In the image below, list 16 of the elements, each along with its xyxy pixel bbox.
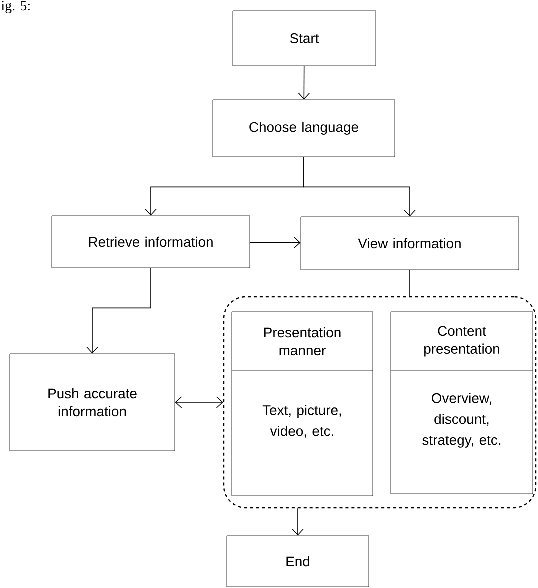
process-box: Push accurate information xyxy=(10,354,176,452)
figure-label: ig. 5: xyxy=(2,1,30,14)
arrow xyxy=(292,508,304,536)
split-box: Content presentation Overview, discount, strategy, etc. xyxy=(390,312,534,494)
arrow xyxy=(86,268,152,354)
split-box: Presentation manner Text, picture, video, etc. xyxy=(232,312,374,496)
arrow xyxy=(298,66,310,100)
group-frame xyxy=(223,296,537,509)
process-box: Retrieve information xyxy=(52,216,250,268)
process-box: End xyxy=(226,536,370,588)
arrow xyxy=(175,396,224,408)
arrow xyxy=(250,236,301,249)
process-box: Choose language xyxy=(212,100,396,158)
arrow xyxy=(304,156,416,217)
process-box: Start xyxy=(232,10,376,66)
process-box: View information xyxy=(300,216,520,270)
